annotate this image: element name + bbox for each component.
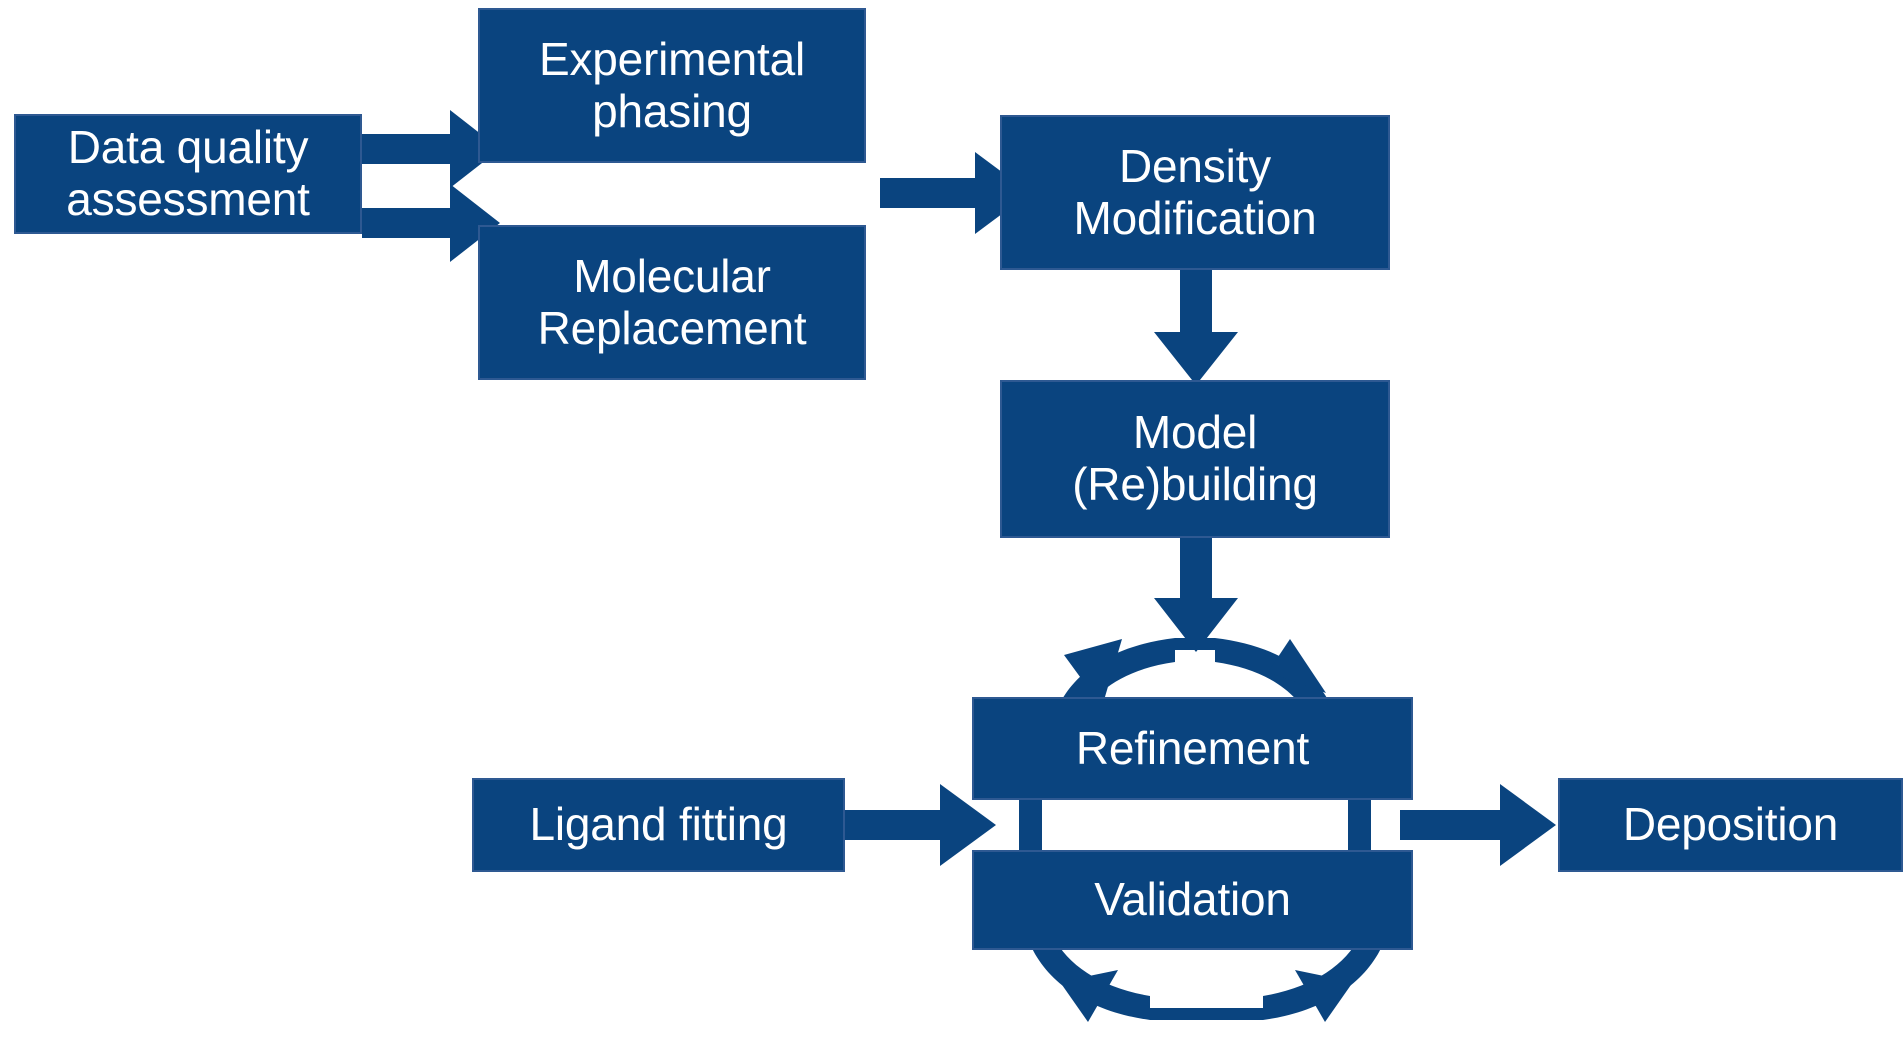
node-deposition[interactable]: Deposition: [1558, 778, 1903, 872]
arrow-dqa-to-experimental-phasing: [362, 110, 500, 188]
arrow-dqa-to-molecular-replacement: [362, 184, 500, 262]
node-molecular-replacement[interactable]: Molecular Replacement: [478, 225, 866, 380]
node-validation[interactable]: Validation: [972, 850, 1413, 950]
arrow-model-rebuilding-to-cycle: [1154, 537, 1238, 652]
arrow-density-modification-to-model-rebuilding: [1154, 268, 1238, 385]
node-experimental-phasing[interactable]: Experimental phasing: [478, 8, 866, 163]
node-refinement[interactable]: Refinement: [972, 697, 1413, 800]
arrow-cycle-to-deposition: [1400, 784, 1556, 866]
arrow-ligand-fitting-to-cycle: [845, 784, 996, 866]
cycle-ring-sides: [1019, 796, 1371, 862]
cycle-arc-bottom: [1030, 936, 1383, 1022]
arrow-phasing-to-density-modification: [880, 152, 1030, 234]
node-model-rebuilding[interactable]: Model (Re)building: [1000, 380, 1390, 538]
node-density-modification[interactable]: Density Modification: [1000, 115, 1390, 270]
node-data-quality-assessment[interactable]: Data quality assessment: [14, 114, 362, 234]
node-ligand-fitting[interactable]: Ligand fitting: [472, 778, 845, 872]
